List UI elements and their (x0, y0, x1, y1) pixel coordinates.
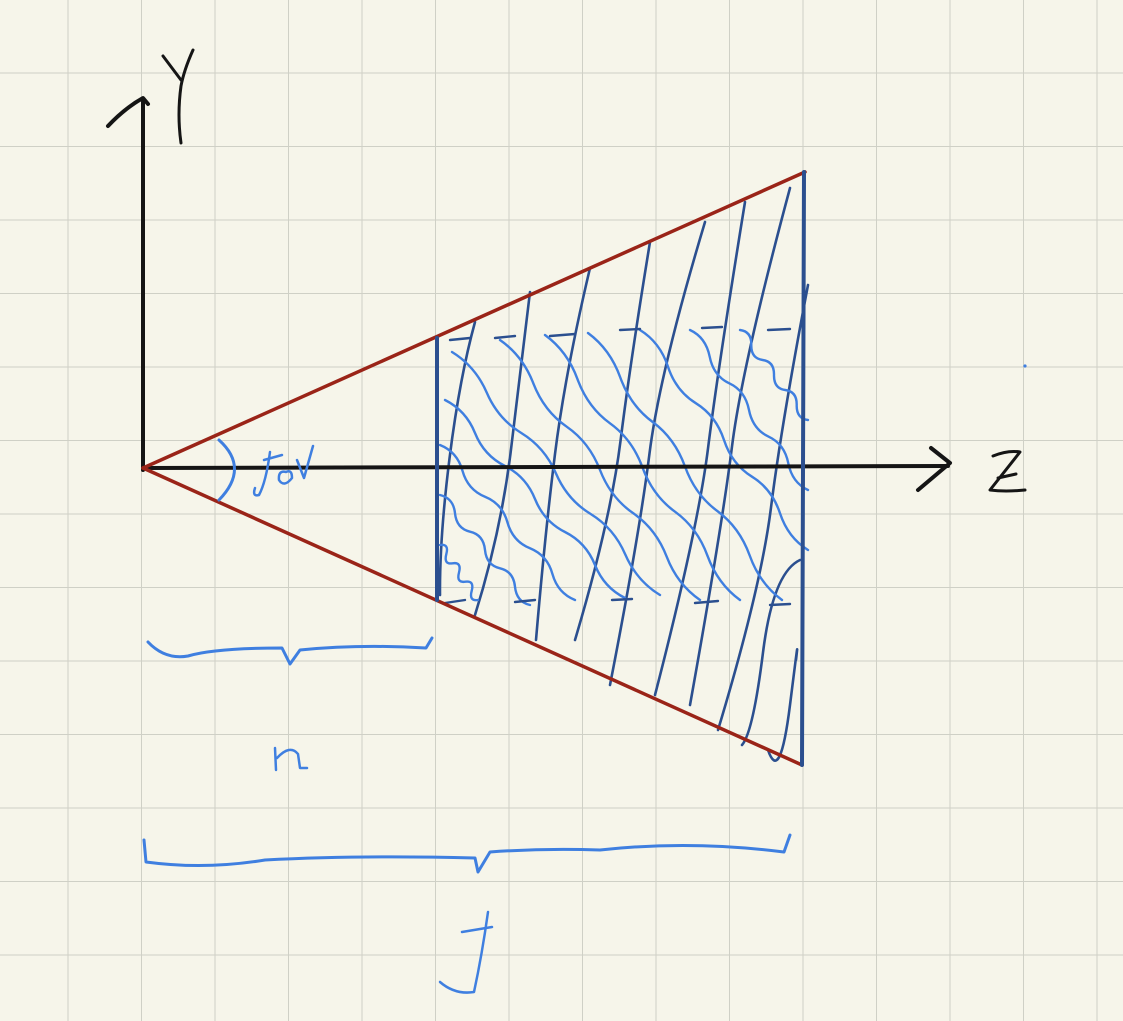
hatch-dash (766, 327, 792, 332)
z-axis-letter (988, 450, 1027, 493)
hatch-vertical-line (608, 220, 707, 687)
far-plane (800, 170, 806, 767)
hatch-diagonal-line (688, 328, 810, 492)
hatch-vertical-line (573, 240, 652, 642)
hatch-dash (443, 598, 467, 605)
hatch-diagonal-line (438, 543, 480, 602)
hatch-diagonal-line (438, 493, 532, 607)
hatch-vertical-line (653, 200, 747, 697)
hatch-dash (768, 602, 792, 607)
hatch-vertical-line (688, 186, 792, 707)
stray-pen-mark (1023, 364, 1027, 368)
hatch-dash (693, 599, 720, 605)
distance-braces (142, 636, 792, 994)
hatch-dash (700, 325, 724, 330)
hatch-dash (610, 597, 634, 602)
hatch-dash (618, 327, 642, 332)
far-distance-brace (142, 833, 792, 874)
z-axis-arrowhead (916, 446, 952, 492)
hatch-diagonal-line (638, 328, 810, 552)
hatch-diagonal-line (498, 338, 702, 602)
axes (106, 96, 952, 492)
hatch-diagonal-line (443, 398, 627, 600)
fov-angle-arc (217, 438, 236, 502)
clip-planes (435, 170, 806, 767)
hatch-vertical-line (716, 283, 810, 732)
view-volume-hatching (438, 186, 810, 762)
hatch-diagonal-line (438, 443, 577, 602)
fov-angle-marker (217, 438, 315, 502)
near-distance-brace (146, 636, 434, 666)
hatch-vertical-line (473, 290, 532, 617)
hatch-dash (493, 334, 517, 340)
z-axis-line (141, 464, 950, 470)
hatch-dash (513, 598, 537, 604)
hatch-diagonal-line (450, 350, 662, 597)
y-axis-letter (161, 48, 195, 145)
hatch-vertical-line (766, 648, 799, 762)
hatch-dash (448, 336, 472, 342)
frustum-top-edge (141, 170, 807, 470)
hatch-vertical-line (438, 320, 477, 597)
frustum-bottom-edge (141, 466, 804, 767)
frustum-edges (141, 170, 807, 767)
hatch-vertical-line (740, 558, 802, 747)
hatch-diagonal-line (738, 328, 810, 422)
hatch-dash (548, 332, 577, 338)
hatch-vertical-line (534, 266, 592, 642)
y-axis-arrowhead (106, 96, 150, 128)
